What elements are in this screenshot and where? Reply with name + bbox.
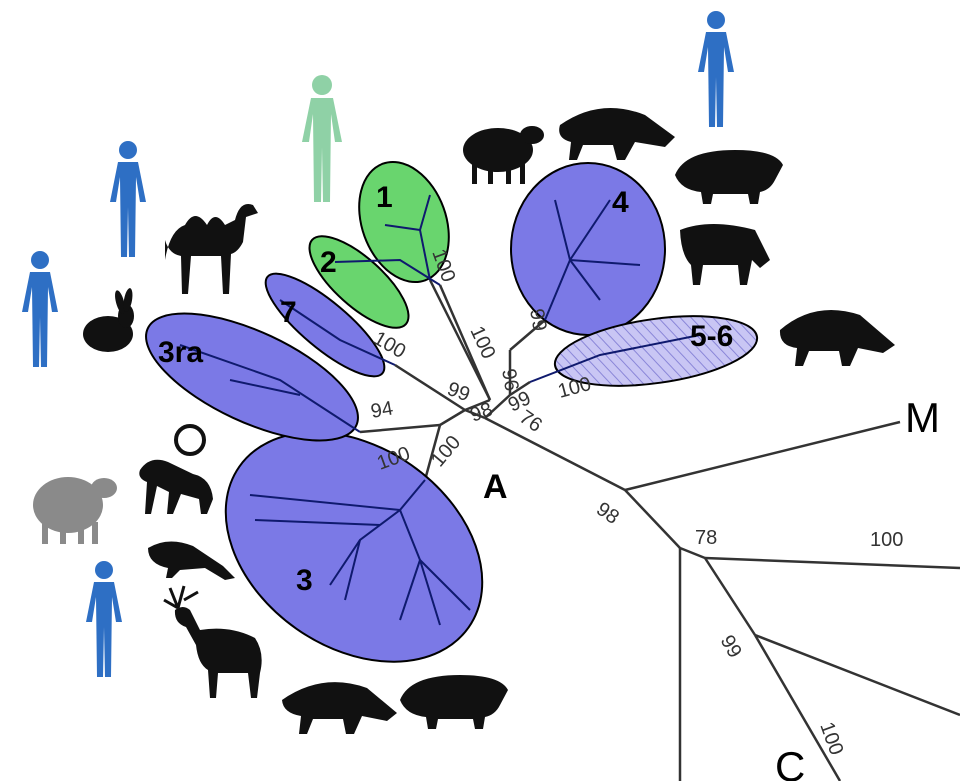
wild-boar-icon xyxy=(282,682,397,734)
bootstrap-value: 99 xyxy=(525,307,551,333)
sheep-icon xyxy=(463,126,544,184)
human-icon xyxy=(302,75,342,202)
mongoose-icon xyxy=(148,541,235,580)
bootstrap-value: 96 xyxy=(497,367,523,393)
deer-icon xyxy=(164,586,262,698)
bootstrap-value: 98 xyxy=(592,498,623,529)
node-label-m: M xyxy=(905,394,940,441)
node-label-a: A xyxy=(483,468,508,506)
bootstrap-value: 99 xyxy=(716,632,746,662)
human-icon xyxy=(22,251,58,367)
clade-label-4: 4 xyxy=(612,186,629,219)
bootstrap-value: 99 xyxy=(444,378,472,406)
clade-label-1: 1 xyxy=(376,181,393,214)
bootstrap-value: 100 xyxy=(870,529,903,551)
sheep-icon xyxy=(33,477,117,544)
bootstrap-value: 100 xyxy=(556,373,594,403)
clade-label-5-6: 5-6 xyxy=(690,320,733,353)
bootstrap-value: 100 xyxy=(427,432,465,472)
human-icon xyxy=(698,11,734,127)
clade-label-2: 2 xyxy=(320,246,337,279)
clade-label-7: 7 xyxy=(280,296,297,329)
wild-boar-icon xyxy=(559,108,675,160)
bootstrap-value: 100 xyxy=(815,719,847,758)
clade-label-3: 3 xyxy=(296,564,313,597)
monkey-icon xyxy=(139,426,213,514)
human-icon xyxy=(110,141,146,257)
rabbit-icon xyxy=(83,287,134,352)
cow-icon xyxy=(680,224,770,285)
pig-icon xyxy=(675,150,783,204)
bootstrap-value: 94 xyxy=(369,397,395,423)
camel-icon xyxy=(165,204,258,294)
human-icon xyxy=(86,561,122,677)
node-label-c: C xyxy=(775,743,805,781)
pig-icon xyxy=(400,675,508,729)
bootstrap-value: 78 xyxy=(695,527,717,549)
clade-label-3ra: 3ra xyxy=(158,336,203,369)
wild-boar-icon xyxy=(780,310,895,366)
